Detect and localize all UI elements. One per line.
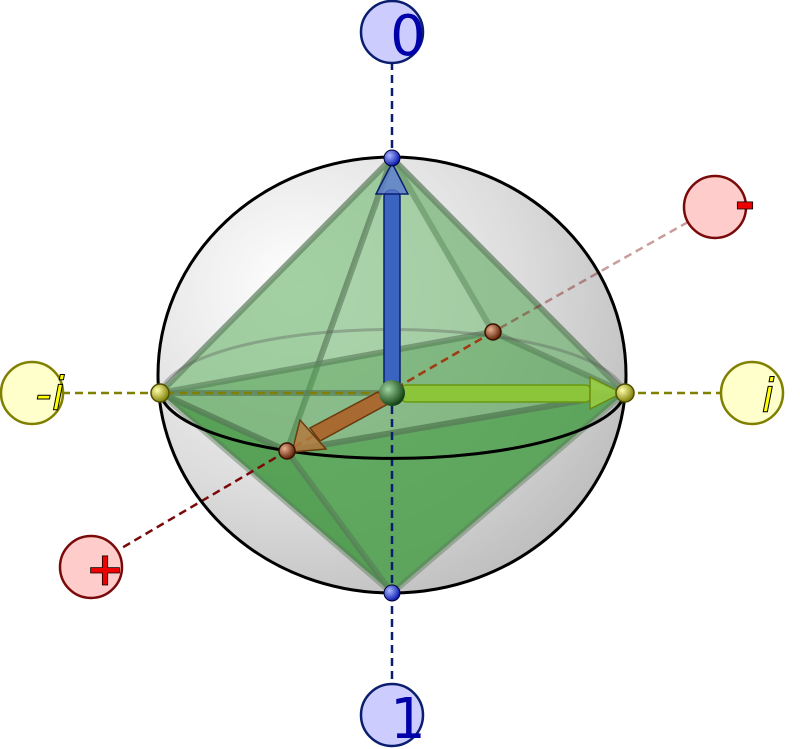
equator-front [158, 392, 627, 460]
point-minus [484, 323, 502, 341]
label-plus-text: + [86, 542, 125, 596]
label-i-text: i [762, 369, 775, 423]
y-arrow [399, 375, 624, 411]
origin-point [379, 380, 405, 406]
label-minus-i: -i [0, 360, 65, 426]
label-i: i [719, 360, 785, 426]
label-one: 1 [359, 682, 426, 749]
label-zero: 0 [359, 0, 426, 69]
label-minus-i-text: -i [35, 367, 65, 421]
point-plus [278, 442, 296, 460]
octahedron [157, 155, 628, 596]
label-zero-text: 0 [390, 4, 426, 69]
label-plus: + [58, 534, 125, 600]
label-minus: - [682, 174, 756, 240]
point-minus-i [150, 383, 170, 403]
label-minus-text: - [735, 174, 756, 232]
point-zero [383, 149, 401, 167]
point-i [615, 383, 635, 403]
label-one-text: 1 [390, 687, 426, 749]
point-one [383, 584, 401, 602]
z-arrow [374, 161, 410, 391]
